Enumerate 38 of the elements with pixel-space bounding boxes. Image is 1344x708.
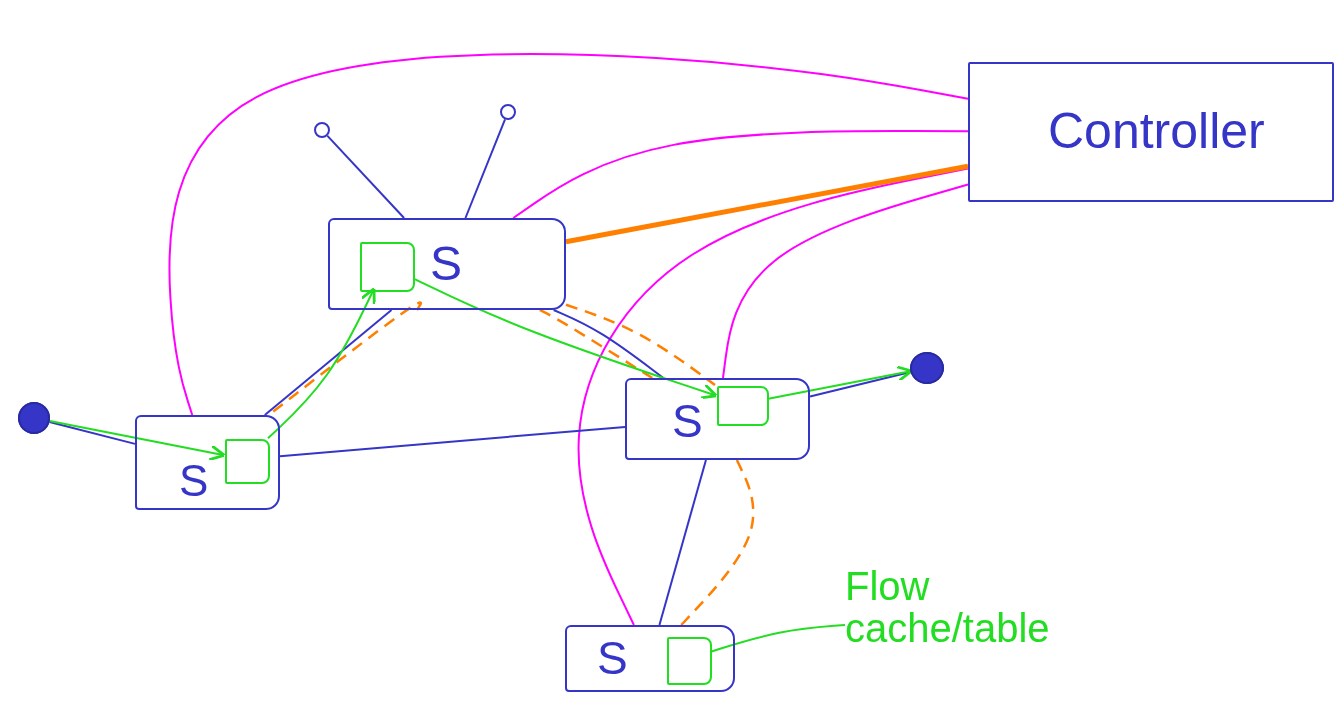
link-line bbox=[48, 421, 136, 445]
annotation-text: Flow cache/table bbox=[845, 565, 1105, 665]
link-line bbox=[326, 134, 406, 219]
link-line bbox=[464, 118, 506, 219]
flow-arrow bbox=[267, 287, 376, 440]
link-line bbox=[565, 163, 969, 245]
link-line bbox=[721, 183, 969, 379]
link-line bbox=[263, 309, 393, 416]
controller-box bbox=[968, 62, 1334, 202]
host-circle bbox=[18, 402, 50, 434]
leader-line bbox=[709, 624, 846, 653]
link-line bbox=[552, 309, 665, 379]
host-circle bbox=[910, 352, 944, 384]
switch-box bbox=[625, 378, 810, 460]
link-line bbox=[539, 308, 653, 380]
flow-table-box bbox=[360, 242, 415, 292]
flow-table-box bbox=[717, 386, 769, 426]
switch-box bbox=[565, 625, 735, 692]
switch-box bbox=[135, 415, 280, 510]
flow-arrow bbox=[48, 420, 226, 461]
controller-label: Controller bbox=[1048, 106, 1265, 156]
link-line bbox=[512, 130, 969, 219]
flow-table-box bbox=[667, 637, 712, 685]
link-line bbox=[565, 303, 716, 386]
flow-arrow bbox=[412, 277, 718, 400]
flow-table-box bbox=[225, 439, 270, 484]
link-line bbox=[168, 53, 969, 416]
switch-label: S bbox=[179, 459, 209, 503]
switch-box bbox=[328, 218, 566, 310]
link-line bbox=[658, 459, 707, 626]
end-circle bbox=[314, 122, 330, 138]
switch-label: S bbox=[430, 240, 462, 288]
switch-label: S bbox=[597, 635, 628, 681]
link-line bbox=[680, 459, 755, 626]
link-line bbox=[279, 425, 626, 458]
link-line bbox=[577, 167, 969, 626]
end-circle bbox=[500, 104, 516, 120]
switch-label: S bbox=[672, 398, 703, 444]
